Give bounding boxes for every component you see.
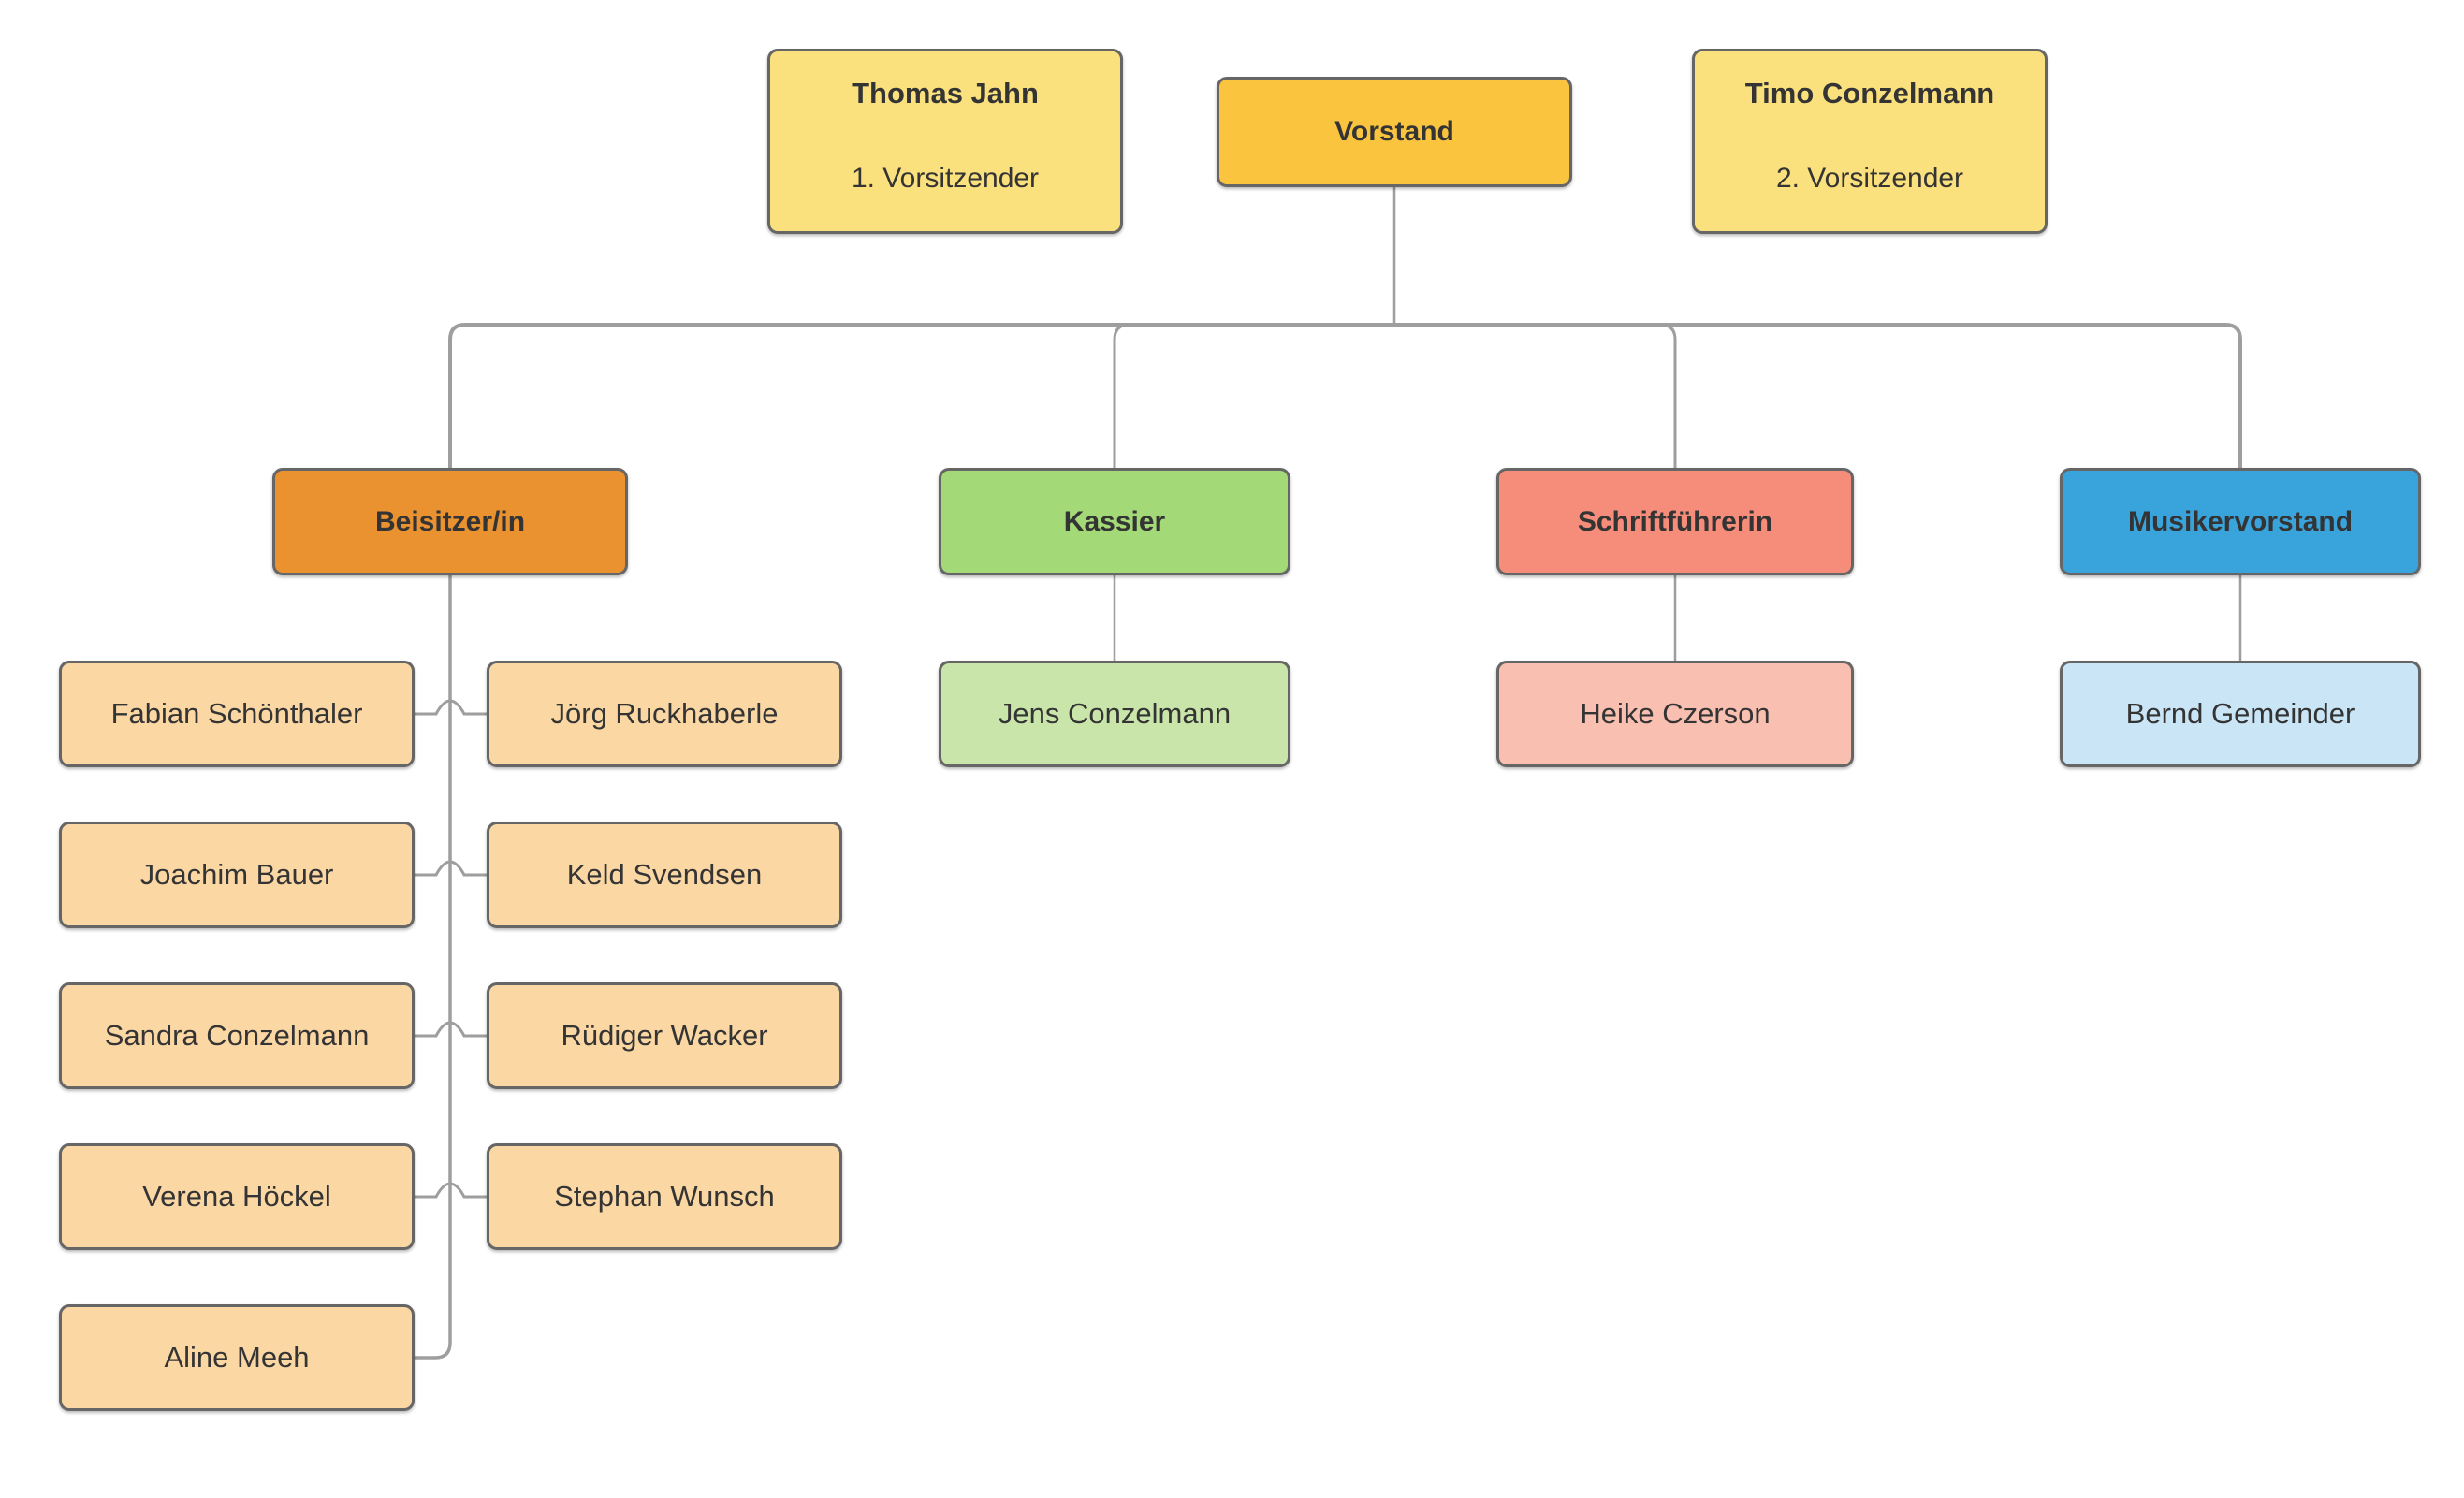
- connector-row-stub-4: [415, 1182, 487, 1199]
- connector-row-stub-1: [415, 699, 487, 716]
- member-name: Joachim Bauer: [139, 858, 334, 891]
- member-box-stephan-wunsch[interactable]: Stephan Wunsch: [487, 1143, 842, 1250]
- member-name: Rüdiger Wacker: [561, 1019, 768, 1052]
- member-name: Verena Höckel: [142, 1180, 331, 1213]
- member-box-verena-hoeckel[interactable]: Verena Höckel: [59, 1143, 415, 1250]
- branch-box-musikervorstand[interactable]: Musikervorstand: [2060, 468, 2421, 575]
- first-chairman-box[interactable]: Thomas Jahn 1. Vorsitzender: [767, 49, 1123, 234]
- branch-label: Kassier: [1063, 505, 1166, 537]
- member-name: Keld Svendsen: [566, 858, 763, 891]
- connector-row-stub-3: [415, 1021, 487, 1038]
- member-name: Aline Meeh: [164, 1341, 310, 1374]
- member-box-joerg-ruckhaberle[interactable]: Jörg Ruckhaberle: [487, 661, 842, 767]
- member-box-joachim-bauer[interactable]: Joachim Bauer: [59, 822, 415, 928]
- member-box-jens-conzelmann[interactable]: Jens Conzelmann: [939, 661, 1290, 767]
- branch-label: Beisitzer/in: [374, 505, 526, 537]
- vorstand-box[interactable]: Vorstand: [1217, 77, 1572, 187]
- branch-box-kassier[interactable]: Kassier: [939, 468, 1290, 575]
- connector-row-stub-2: [415, 860, 487, 877]
- branch-label: Schriftführerin: [1577, 505, 1773, 537]
- chair-role: 2. Vorsitzender: [1775, 163, 1964, 194]
- vorstand-label: Vorstand: [1334, 116, 1454, 147]
- member-name: Stephan Wunsch: [554, 1180, 775, 1213]
- chair-name: Thomas Jahn: [852, 77, 1039, 109]
- member-name: Jörg Ruckhaberle: [550, 697, 779, 730]
- member-name: Jens Conzelmann: [998, 697, 1232, 730]
- member-name: Heike Czerson: [1580, 697, 1771, 730]
- connector-bus: [448, 323, 2242, 468]
- branch-label: Musikervorstand: [2127, 505, 2354, 537]
- member-box-bernd-gemeinder[interactable]: Bernd Gemeinder: [2060, 661, 2421, 767]
- member-box-fabian-schoenthaler[interactable]: Fabian Schönthaler: [59, 661, 415, 767]
- branch-box-schriftfuehrerin[interactable]: Schriftführerin: [1496, 468, 1854, 575]
- member-box-heike-czerson[interactable]: Heike Czerson: [1496, 661, 1854, 767]
- member-box-keld-svendsen[interactable]: Keld Svendsen: [487, 822, 842, 928]
- member-box-sandra-conzelmann[interactable]: Sandra Conzelmann: [59, 982, 415, 1089]
- branch-box-beisitzer[interactable]: Beisitzer/in: [272, 468, 628, 575]
- member-box-aline-meeh[interactable]: Aline Meeh: [59, 1304, 415, 1411]
- connector-beisitzer-trunk: [415, 575, 452, 1360]
- connector-drop-schriftfuehrerin: [1659, 323, 1677, 468]
- member-name: Sandra Conzelmann: [104, 1019, 370, 1052]
- chair-name: Timo Conzelmann: [1744, 77, 1995, 109]
- chair-role: 1. Vorsitzender: [851, 163, 1040, 194]
- member-name: Fabian Schönthaler: [110, 697, 363, 730]
- member-name: Bernd Gemeinder: [2125, 697, 2355, 730]
- second-chairman-box[interactable]: Timo Conzelmann 2. Vorsitzender: [1692, 49, 2048, 234]
- member-box-ruediger-wacker[interactable]: Rüdiger Wacker: [487, 982, 842, 1089]
- connector-drop-kassier: [1113, 323, 1130, 468]
